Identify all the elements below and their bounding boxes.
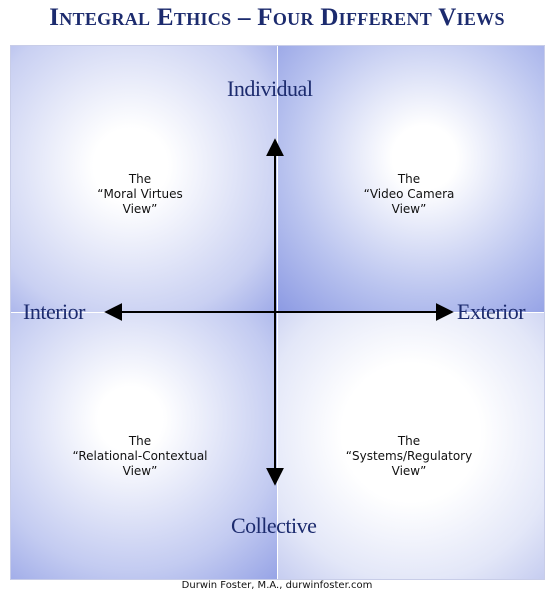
label-line: The [397, 172, 421, 186]
quadrant-bottom-right [278, 313, 544, 579]
label-line: View” [122, 464, 158, 478]
relational-contextual-view-label: The “Relational-Contextual View” [40, 434, 240, 479]
quadrant-top-left [11, 46, 277, 312]
label-line: View” [122, 202, 158, 216]
label-line: “Relational-Contextual [72, 449, 208, 463]
video-camera-view-label: The “Video Camera View” [309, 172, 509, 217]
label-line: The [397, 434, 421, 448]
axis-label-collective: Collective [231, 513, 317, 538]
label-line: The [128, 172, 152, 186]
credit-line: Durwin Foster, M.A., durwinfoster.com [181, 580, 373, 591]
axis-label-exterior: Exterior [457, 299, 526, 324]
quadrant-grid [10, 45, 545, 580]
label-line: View” [391, 202, 427, 216]
systems-regulatory-view-label: The “Systems/Regulatory View” [309, 434, 509, 479]
label-line: “Systems/Regulatory [345, 449, 473, 463]
label-line: “Moral Virtues [97, 187, 183, 201]
axis-label-individual: Individual [227, 76, 313, 101]
quadrant-top-right [278, 46, 544, 312]
label-line: “Video Camera [363, 187, 455, 201]
label-line: View” [391, 464, 427, 478]
axis-label-interior: Interior [23, 299, 85, 324]
moral-virtues-view-label: The “Moral Virtues View” [40, 172, 240, 217]
label-line: The [128, 434, 152, 448]
diagram-title: Integral Ethics – Four Different Views [49, 4, 505, 31]
quadrant-bottom-left [11, 313, 277, 579]
